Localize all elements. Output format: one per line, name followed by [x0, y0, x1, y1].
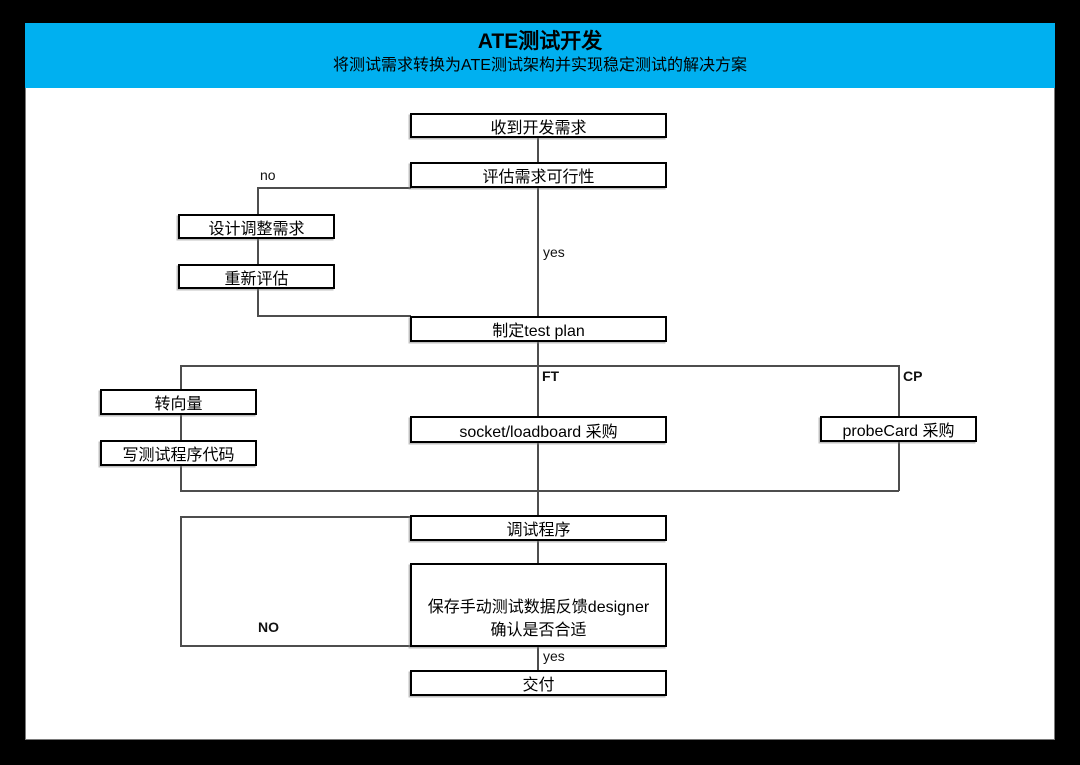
- connector-left-branch-3: [180, 466, 182, 491]
- connector-ft-branch-1: [537, 365, 539, 416]
- connector-left-branch-2: [180, 415, 182, 440]
- connector-no-loop-left: [180, 516, 182, 646]
- connector-testplan-branch: [537, 342, 539, 365]
- node-reevaluate: 重新评估: [178, 264, 335, 289]
- node-socket-loadboard-purchase: socket/loadboard 采购: [410, 416, 667, 443]
- page-subtitle: 将测试需求转换为ATE测试架构并实现稳定测试的解决方案: [333, 57, 747, 74]
- edge-label-no-loop: NO: [258, 619, 279, 635]
- header-banner: ATE测试开发 将测试需求转换为ATE测试架构并实现稳定测试的解决方案: [25, 23, 1055, 88]
- node-design-adjust-requirement: 设计调整需求: [178, 214, 335, 239]
- connector-no-loop-bottom: [180, 645, 410, 647]
- connector-no-loop-top: [180, 516, 410, 518]
- connector-ft-branch-2: [537, 443, 539, 515]
- page-title: ATE测试开发: [477, 30, 603, 53]
- connector-reevaluate-testplan: [257, 315, 411, 317]
- node-save-feedback-designer: 保存手动测试数据反馈designer 确认是否合适: [410, 563, 667, 647]
- node-deliver: 交付: [410, 670, 667, 696]
- node-make-test-plan: 制定test plan: [410, 316, 667, 342]
- connector-merge-horizontal: [180, 490, 899, 492]
- edge-label-yes-top: yes: [543, 244, 565, 260]
- connector-receive-evaluate: [537, 138, 539, 162]
- edge-label-cp: CP: [903, 368, 923, 384]
- node-convert-vector: 转向量: [100, 389, 257, 415]
- node-write-test-code: 写测试程序代码: [100, 440, 257, 466]
- connector-no-horizontal: [257, 187, 411, 189]
- connector-yes-deliver: [537, 647, 539, 670]
- node-save-feedback-line1: 保存手动测试数据反馈designer: [427, 599, 650, 616]
- edge-label-ft: FT: [542, 368, 560, 384]
- edge-label-no: no: [260, 167, 276, 183]
- connector-debug-save: [537, 541, 539, 563]
- connector-cp-branch-1: [898, 365, 900, 416]
- connector-design-reevaluate: [257, 239, 259, 264]
- connector-left-branch-1: [180, 365, 182, 389]
- connector-cp-branch-2: [898, 442, 900, 491]
- node-evaluate-feasibility: 评估需求可行性: [410, 162, 667, 188]
- connector-no-vertical: [257, 187, 259, 214]
- connector-reevaluate-down: [257, 289, 259, 316]
- node-probecard-purchase: probeCard 采购: [820, 416, 977, 442]
- connector-branch-horizontal: [180, 365, 899, 367]
- node-debug-program: 调试程序: [410, 515, 667, 541]
- node-save-feedback-line2: 确认是否合适: [490, 622, 587, 639]
- node-receive-requirement: 收到开发需求: [410, 113, 667, 138]
- connector-yes-vertical: [537, 188, 539, 317]
- edge-label-yes-bottom: yes: [543, 648, 565, 664]
